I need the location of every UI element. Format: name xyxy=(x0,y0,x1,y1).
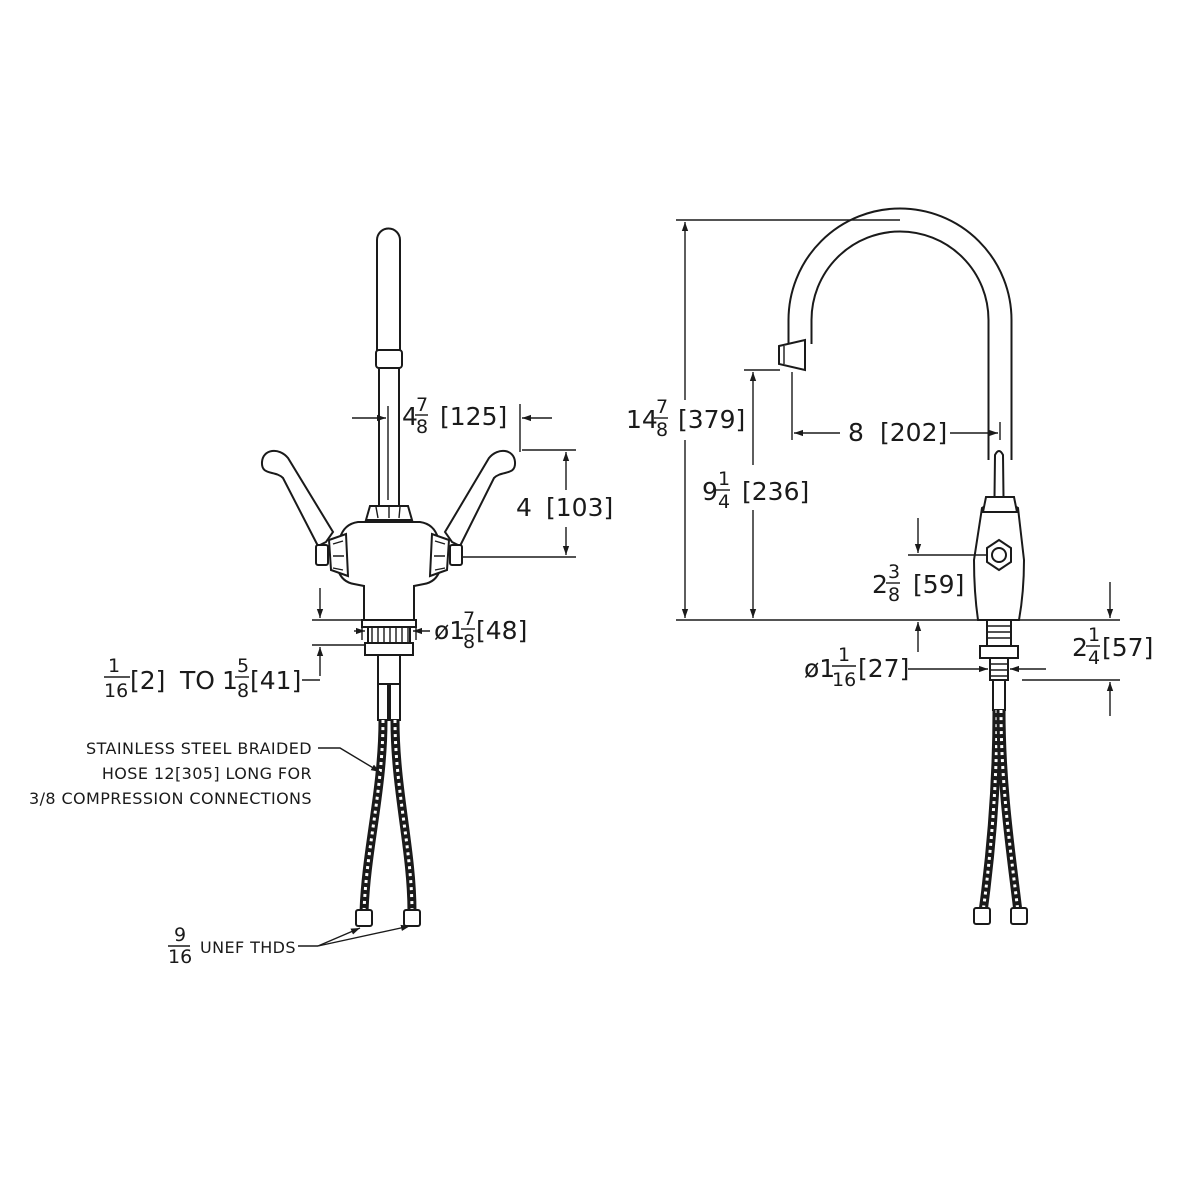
dim-mount-range-num1: 1 xyxy=(108,655,120,677)
dim-handle-pivot-den: 8 xyxy=(888,584,900,606)
dim-overall-height-num: 7 xyxy=(656,396,668,418)
dim-mount-range-metric2: [41] xyxy=(250,666,301,695)
front-valve-body xyxy=(336,521,442,621)
dim-shank-length-num: 1 xyxy=(1088,624,1100,646)
dim-handle-height-metric: [103] xyxy=(546,493,613,522)
dim-flange-diameter-den: 8 xyxy=(463,631,475,653)
dim-overall-height-den: 8 xyxy=(656,419,668,441)
hose-note-line-2: HOSE 12[305] LONG FOR xyxy=(102,764,312,783)
side-threaded-shank xyxy=(979,619,1019,711)
dim-shank-length-den: 4 xyxy=(1088,647,1100,669)
dim-shank-diameter-num: 1 xyxy=(838,644,850,666)
dim-spout-reach-value: 8 xyxy=(848,418,864,447)
dim-spout-reach-metric: [202] xyxy=(880,418,947,447)
dim-spout-height-den: 4 xyxy=(718,491,730,513)
dim-shank-length: 2 1 4 [57] xyxy=(1022,582,1153,716)
dim-flange-diameter-num: 7 xyxy=(463,608,475,630)
front-left-handle xyxy=(260,450,335,548)
front-threaded-shank xyxy=(367,626,411,644)
dim-handle-pivot: 2 3 8 [59] xyxy=(872,518,988,652)
dim-shank-diameter-metric: [27] xyxy=(858,654,909,683)
thread-note: 9 16 UNEF THDS xyxy=(168,924,411,968)
thread-note-num: 9 xyxy=(174,924,186,946)
dim-overall-height-whole: 14 xyxy=(626,405,658,434)
thread-note-den: 16 xyxy=(168,946,192,968)
dim-shank-diameter: ø1 1 16 [27] xyxy=(804,644,1046,691)
dim-spout-center-metric: [125] xyxy=(440,402,507,431)
dim-spout-reach: 8 [202] xyxy=(791,372,1001,447)
thread-note-text: UNEF THDS xyxy=(200,938,296,957)
dim-handle-pivot-metric: [59] xyxy=(913,570,964,599)
dim-handle-pivot-num: 3 xyxy=(888,561,900,583)
dim-mount-range-den2: 8 xyxy=(237,680,249,702)
dim-handle-height: 4 [103] xyxy=(462,449,613,558)
dim-flange-diameter-prefix: ø1 xyxy=(434,616,465,645)
dim-shank-diameter-den: 16 xyxy=(832,669,856,691)
dim-handle-height-value: 4 xyxy=(516,493,532,522)
front-braided-hoses xyxy=(355,683,421,927)
side-braided-hoses xyxy=(973,709,1028,925)
dim-handle-pivot-whole: 2 xyxy=(872,570,888,599)
dim-spout-height-whole: 9 xyxy=(702,477,718,506)
dim-shank-length-metric: [57] xyxy=(1102,633,1153,662)
front-flange xyxy=(361,619,417,628)
dim-mount-range-to: TO xyxy=(179,666,215,695)
dim-spout-center-num: 7 xyxy=(416,394,428,416)
dim-flange-diameter: ø1 7 8 [48] xyxy=(312,588,527,676)
dim-mount-range-den1: 16 xyxy=(104,680,128,702)
dim-spout-center: 4 7 8 [125] xyxy=(352,394,552,500)
dim-spout-center-whole: 4 xyxy=(402,402,418,431)
side-pivot-nut xyxy=(986,538,1012,572)
front-mount-nut xyxy=(364,642,414,656)
dim-overall-height-metric: [379] xyxy=(678,405,745,434)
dim-mount-range-metric1: [2] xyxy=(130,666,165,695)
hose-note-line-3: 3/8 COMPRESSION CONNECTIONS xyxy=(29,789,312,808)
side-view: 14 7 8 [379] 9 1 4 [236] 8 [202] xyxy=(626,207,1153,925)
dim-flange-diameter-metric: [48] xyxy=(476,616,527,645)
dim-mount-range: 1 16 [2] TO 1 5 8 [41] xyxy=(104,655,320,702)
dim-overall-height: 14 7 8 [379] xyxy=(626,219,900,618)
hose-note-line-1: STAINLESS STEEL BRAIDED xyxy=(86,739,312,758)
dim-shank-diameter-prefix: ø1 xyxy=(804,654,835,683)
dim-spout-height-num: 1 xyxy=(718,468,730,490)
dim-mount-range-whole2: 1 xyxy=(222,666,238,695)
dim-shank-length-whole: 2 xyxy=(1072,633,1088,662)
front-right-handle xyxy=(443,450,517,548)
dim-spout-height: 9 1 4 [236] xyxy=(702,369,809,618)
dim-spout-height-metric: [236] xyxy=(742,477,809,506)
front-view: 4 7 8 [125] 4 [103] ø1 7 xyxy=(29,227,613,968)
front-spout xyxy=(375,227,403,509)
dim-spout-center-den: 8 xyxy=(416,416,428,438)
side-top-collar xyxy=(981,496,1019,513)
dim-mount-range-num2: 5 xyxy=(237,655,249,677)
hose-note: STAINLESS STEEL BRAIDED HOSE 12[305] LON… xyxy=(29,739,381,808)
